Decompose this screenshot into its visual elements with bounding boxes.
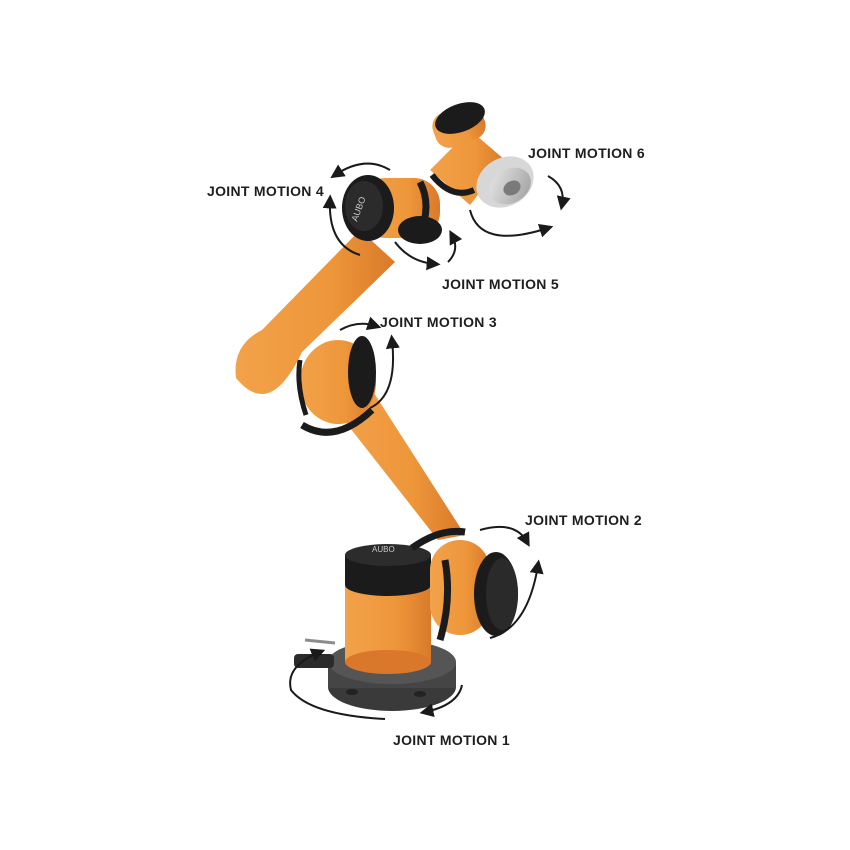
motion-arrows [289,162,571,720]
upper-arm-tube [235,230,395,395]
brand-logo: AUBO [372,545,395,554]
upper-arm [235,230,395,395]
wrist-2-top-cap [435,102,485,134]
lower-arm-band [409,527,466,551]
wrist-3 [476,156,534,208]
joint-1-arrow [289,648,386,720]
shoulder-joint [430,540,518,642]
lower-arm-tube [332,390,465,540]
joint-4-arrow-2 [322,194,361,256]
wrist-1-lower-ring [398,216,442,244]
joint-5-arrow [394,241,441,271]
elbow-band [300,407,375,436]
joint-motion-3-label: JOINT MOTION 3 [380,314,497,330]
lower-arm [332,390,466,551]
base-column [345,544,431,674]
joint-5-arrow-2 [447,230,463,263]
joint-motion-2-label: JOINT MOTION 2 [525,512,642,528]
shoulder-band [436,559,452,642]
wrist-2 [429,102,505,205]
joint-3-arrow [339,316,382,331]
elbow-ring [348,336,376,408]
elbow-band-inner [296,359,309,416]
base-column-bottom [345,650,431,674]
joint-motion-4-label: JOINT MOTION 4 [207,183,324,199]
base-bolt-hole [414,691,426,697]
base-bolt-hole [346,689,358,695]
joint-6-arrow-2 [469,209,554,238]
base-cap-top [345,544,431,566]
joint-motion-6-label: JOINT MOTION 6 [528,145,645,161]
base-cable [304,638,336,645]
base-cap-bottom [345,574,431,596]
joint-1-arrow-2 [419,684,463,718]
elbow-joint [296,336,376,436]
joint-2-arrow [479,526,530,547]
wrist-1-cap-face [345,181,383,231]
tool-flange-center [503,180,521,196]
joint-6-arrow [547,175,571,211]
joint-3-arrow-2 [369,334,400,409]
base-connector [294,654,334,668]
wrist-2-band [429,173,476,196]
joint-motion-5-label: JOINT MOTION 5 [442,276,559,292]
joint-4-arrow [330,162,391,179]
joint-motion-1-label: JOINT MOTION 1 [393,732,510,748]
shoulder-cap [486,558,518,630]
joint-2-arrow-2 [489,559,544,639]
wrist-1: AUBO [342,175,442,244]
